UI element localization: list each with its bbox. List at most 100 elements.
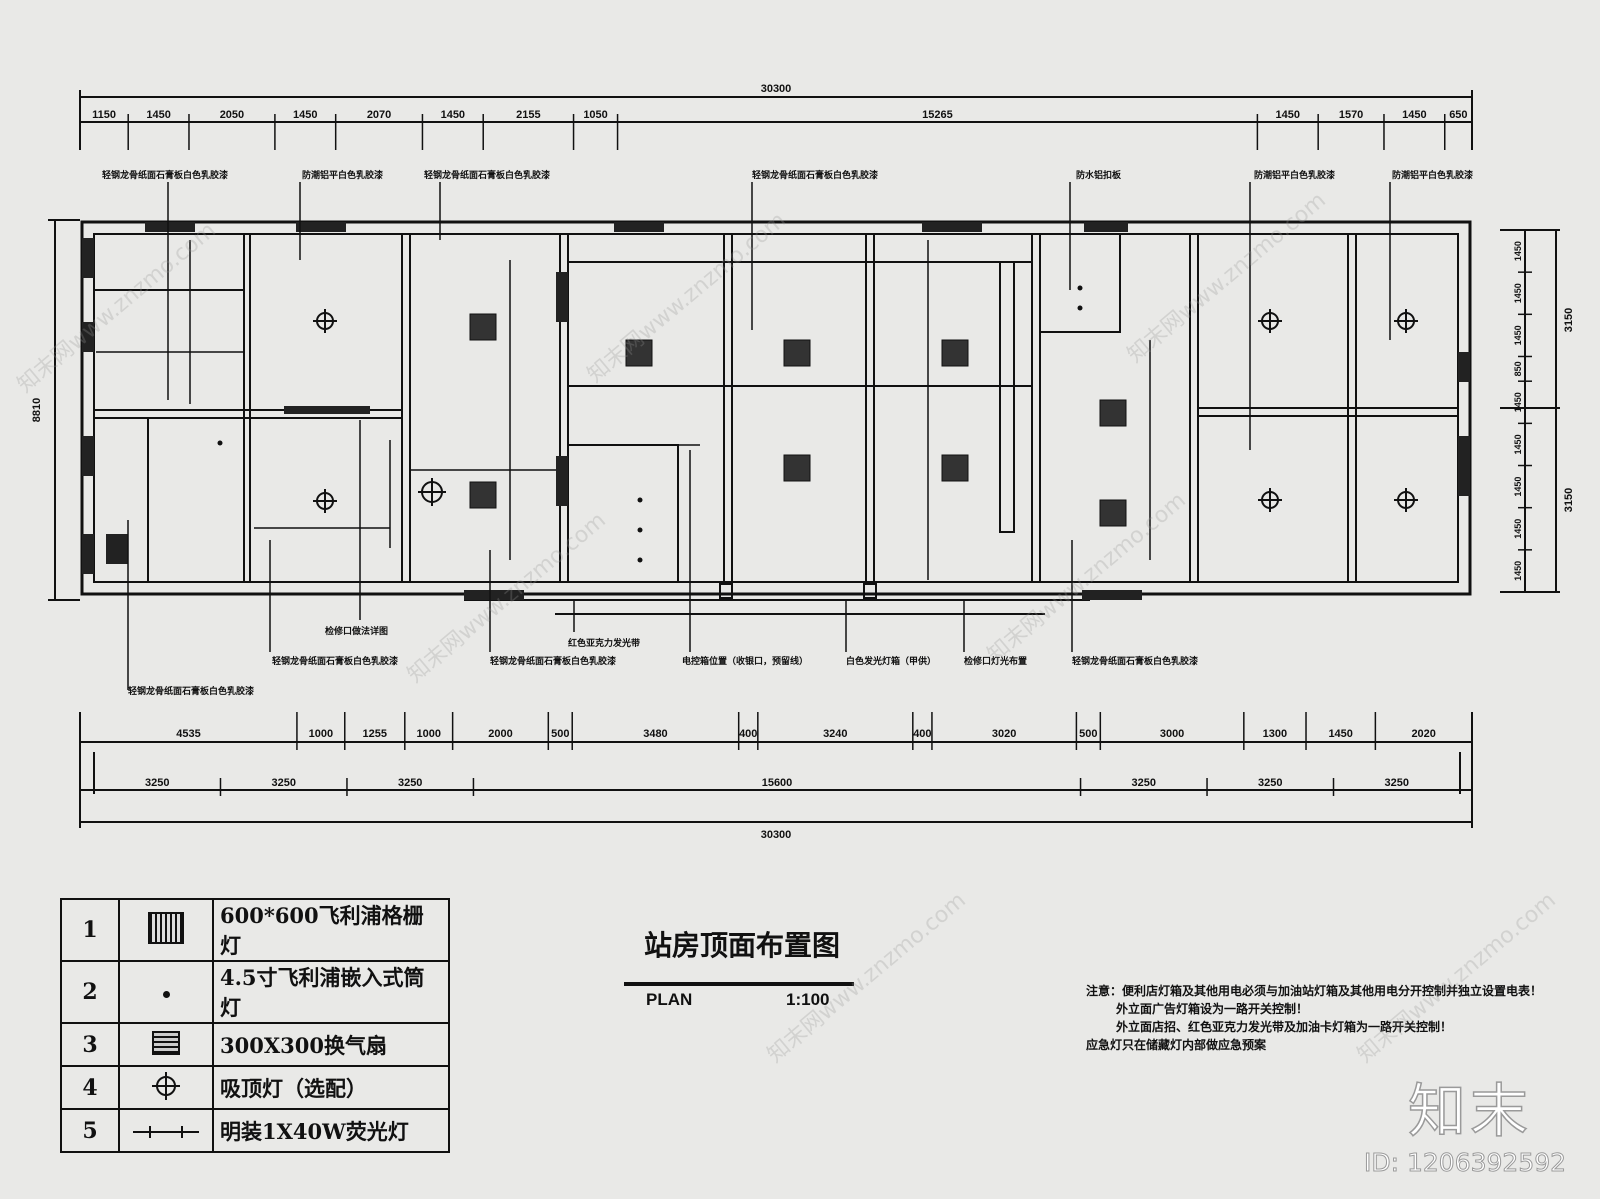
note-ceiling-1: 轻钢龙骨纸面石膏板白色乳胶漆 xyxy=(102,169,228,181)
dimension-label: 2155 xyxy=(516,109,540,121)
dimension-label: 15265 xyxy=(922,109,953,121)
legend-no: 5 xyxy=(60,1108,120,1153)
downlight-icon xyxy=(637,527,643,533)
notes-block: 注意：便利店灯箱及其他用电必须与加油站灯箱及其他用电分开控制并独立设置电表！ 外… xyxy=(1086,982,1566,1054)
dimension-label: 1300 xyxy=(1263,728,1287,740)
dimension-label: 3250 xyxy=(398,777,422,789)
grille-light-icon xyxy=(1099,499,1127,527)
dimension-label: 1450 xyxy=(146,109,170,121)
legend-row: 5 明装1X40W荧光灯 xyxy=(60,1108,450,1153)
note-bottom-7: 白色发光灯箱（甲供） xyxy=(846,655,936,667)
note-bottom-5: 红色亚克力发光带 xyxy=(568,637,640,649)
drawing-title: 站房顶面布置图 xyxy=(643,929,840,962)
note-line: 注意：便利店灯箱及其他用电必须与加油站灯箱及其他用电分开控制并独立设置电表！ xyxy=(1086,984,1543,998)
right-total-dim-a: 3150 xyxy=(1563,308,1575,332)
note-ceiling-5: 防水铝扣板 xyxy=(1076,169,1122,181)
legend-row: 2 4.5寸飞利浦嵌入式筒灯 xyxy=(60,960,450,1024)
note-bottom-8: 检修口灯光布置 xyxy=(964,655,1027,667)
downlight-icon xyxy=(217,440,223,446)
plan-label: PLAN xyxy=(646,990,693,1009)
ceiling-light-icon xyxy=(418,478,446,506)
scale-label: 1:100 xyxy=(786,990,830,1009)
note-ceiling-3: 轻钢龙骨纸面石膏板白色乳胶漆 xyxy=(424,169,550,181)
dimension-label: 3020 xyxy=(992,728,1016,740)
grille-light-group xyxy=(469,313,1127,527)
dimension-label: 3240 xyxy=(823,728,847,740)
ceiling-light-icon xyxy=(1258,309,1282,333)
legend-label: 明装1X40W荧光灯 xyxy=(212,1108,450,1153)
legend-label: 300X300换气扇 xyxy=(212,1022,450,1067)
note-line: 外立面广告灯箱设为一路开关控制！ xyxy=(1116,1002,1309,1016)
note-ceiling-6: 防潮铝平白色乳胶漆 xyxy=(1254,169,1335,181)
dimension-label: 2050 xyxy=(220,109,244,121)
note-bottom-9: 轻钢龙骨纸面石膏板白色乳胶漆 xyxy=(1072,655,1198,667)
dimension-label: 3250 xyxy=(1132,777,1156,789)
legend-no: 4 xyxy=(60,1065,120,1110)
grille-light-icon xyxy=(1099,399,1127,427)
legend-row: 1 600*600飞利浦格栅灯 xyxy=(60,898,450,962)
downlight-icon xyxy=(1077,285,1083,291)
legend-row: 3 300X300换气扇 xyxy=(60,1022,450,1067)
grille-light-icon xyxy=(469,313,497,341)
downlight-icon xyxy=(637,497,643,503)
note-ceiling-7: 防潮铝平白色乳胶漆 xyxy=(1392,169,1473,181)
legend-label: 吸顶灯（选配） xyxy=(212,1065,450,1110)
legend-symbol xyxy=(118,960,214,1024)
ceiling-light-icon xyxy=(1394,488,1418,512)
dimension-label: 2070 xyxy=(367,109,391,121)
dimension-label: 2000 xyxy=(488,728,512,740)
dimension-label: 1150 xyxy=(92,109,116,121)
dimension-label: 1450 xyxy=(1513,283,1523,303)
grille-light-icon xyxy=(148,912,184,944)
legend-symbol xyxy=(118,898,214,962)
dimension-label: 1450 xyxy=(1276,109,1300,121)
top-total-dim: 30300 xyxy=(761,83,792,95)
dimension-label: 3000 xyxy=(1160,728,1184,740)
dimension-label: 1255 xyxy=(363,728,387,740)
dimension-label: 500 xyxy=(551,728,569,740)
bottom-total-dim: 30300 xyxy=(761,829,792,841)
note-bottom-6: 电控箱位置（收银口，预留线） xyxy=(682,655,808,667)
note-ceiling-2: 防潮铝平白色乳胶漆 xyxy=(302,169,383,181)
dimension-label: 400 xyxy=(913,728,931,740)
dimension-label: 1450 xyxy=(1513,561,1523,581)
dimension-label: 1450 xyxy=(1328,728,1352,740)
note-line: 外立面店招、红色亚克力发光带及加油卡灯箱为一路开关控制！ xyxy=(1116,1020,1453,1034)
ceiling-light-icon xyxy=(1394,309,1418,333)
note-bottom-4: 轻钢龙骨纸面石膏板白色乳胶漆 xyxy=(490,655,616,667)
dimension-label: 1450 xyxy=(1513,241,1523,261)
grille-light-icon xyxy=(625,339,653,367)
ceiling-light-icon xyxy=(313,309,337,333)
legend-label: 4.5寸飞利浦嵌入式筒灯 xyxy=(212,960,450,1024)
dimension-label: 1450 xyxy=(1402,109,1426,121)
dimension-label: 15600 xyxy=(762,777,793,789)
ceiling-light-icon xyxy=(1258,488,1282,512)
dimension-label: 1450 xyxy=(1513,325,1523,345)
dimension-label: 850 xyxy=(1513,361,1523,376)
legend-table: 1 600*600飞利浦格栅灯 2 4.5寸飞利浦嵌入式筒灯 3 300X300… xyxy=(60,898,450,1153)
dimension-label: 4535 xyxy=(176,728,200,740)
fluorescent-light-icon xyxy=(133,1125,199,1138)
left-total-dim: 8810 xyxy=(31,398,43,422)
ceiling-light-icon xyxy=(152,1071,180,1100)
legend-no: 2 xyxy=(60,960,120,1024)
grille-light-icon xyxy=(941,339,969,367)
watermark-logo: 知末 xyxy=(1407,1076,1533,1146)
grille-light-icon xyxy=(469,481,497,509)
dimension-label: 3250 xyxy=(271,777,295,789)
grille-light-icon xyxy=(783,339,811,367)
legend-no: 1 xyxy=(60,898,120,962)
dimension-label: 3250 xyxy=(1258,777,1282,789)
dimension-label: 1450 xyxy=(1513,434,1523,454)
downlight-icon xyxy=(1077,305,1083,311)
dimension-label: 3250 xyxy=(1385,777,1409,789)
dimension-label: 500 xyxy=(1079,728,1097,740)
legend-no: 3 xyxy=(60,1022,120,1067)
dimension-label: 3480 xyxy=(643,728,667,740)
dimension-label: 1570 xyxy=(1339,109,1363,121)
dimension-label: 650 xyxy=(1449,109,1467,121)
dimension-label: 400 xyxy=(739,728,757,740)
watermark-id: ID: 1206392592 xyxy=(1363,1148,1567,1178)
downlight-icon xyxy=(162,990,170,998)
